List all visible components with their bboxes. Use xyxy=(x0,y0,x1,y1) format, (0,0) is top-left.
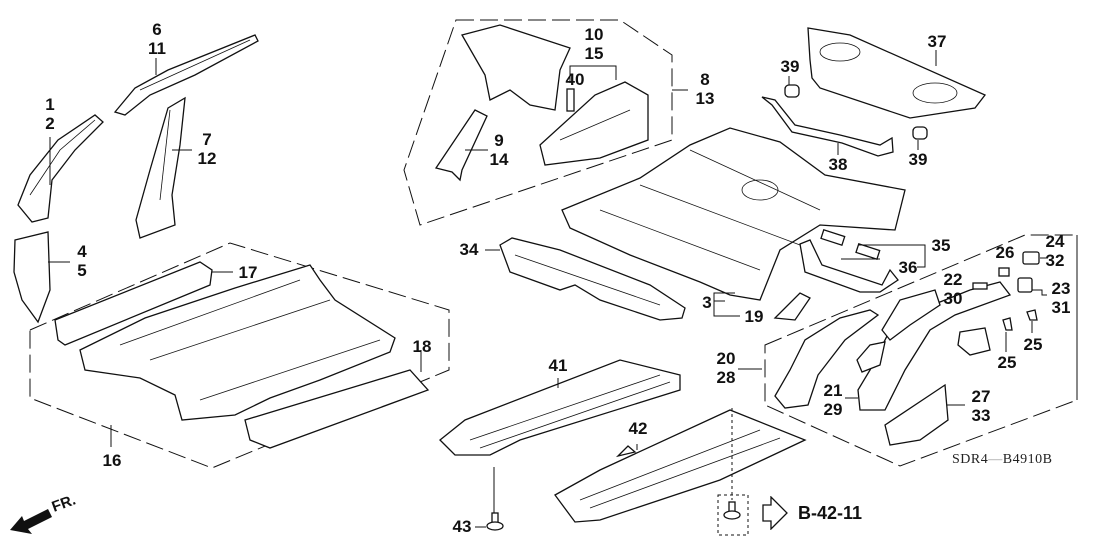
part-bracket-35b[interactable] xyxy=(855,242,881,260)
part-front-pillar-lower[interactable] xyxy=(13,231,51,324)
part-sill-extension[interactable] xyxy=(799,239,899,293)
part-bushing-upper[interactable] xyxy=(784,84,800,98)
part-bracket-25a[interactable] xyxy=(1002,317,1013,331)
callout-3[interactable]: 3 xyxy=(702,293,712,312)
group-outline-rear-wheelhouse xyxy=(403,19,673,226)
part-rear-wheelhouse-outer[interactable] xyxy=(461,24,571,111)
part-front-side-sill-right[interactable] xyxy=(244,369,430,449)
diagram-code: SDR4—B4910B xyxy=(952,452,1053,467)
callout-39-lower[interactable]: 39 xyxy=(908,150,928,169)
callout-19[interactable]: 19 xyxy=(744,307,764,326)
part-floor-undercover-left[interactable] xyxy=(439,359,681,456)
part-bracket-25b[interactable] xyxy=(1026,309,1038,321)
part-bracket-26[interactable] xyxy=(998,267,1010,277)
part-frame-extension[interactable] xyxy=(884,383,949,446)
callout-40[interactable]: 40 xyxy=(565,70,585,89)
leader-lines xyxy=(48,50,1048,528)
callout-18[interactable]: 18 xyxy=(412,337,432,356)
callout-43[interactable]: 43 xyxy=(452,517,472,536)
part-bolt-ref[interactable] xyxy=(717,494,749,536)
part-frame-reinforcement-lower[interactable] xyxy=(856,341,886,373)
part-side-sill-inner[interactable] xyxy=(499,237,686,321)
part-bracket-35a[interactable] xyxy=(820,228,846,246)
part-rear-tray[interactable] xyxy=(807,27,987,119)
callout-34[interactable]: 34 xyxy=(459,240,479,259)
part-rear-frame-outer[interactable] xyxy=(774,309,880,409)
callout-25-right[interactable]: 25 xyxy=(1023,335,1043,354)
front-direction-arrow-icon: FR. xyxy=(10,492,79,534)
callout-35[interactable]: 35 xyxy=(931,236,951,255)
part-front-floor[interactable] xyxy=(79,264,396,421)
part-clip-42[interactable] xyxy=(615,445,637,458)
part-roof-side-rail[interactable] xyxy=(113,34,259,116)
front-label: FR. xyxy=(50,496,79,516)
front-direction-marker: FR. xyxy=(8,492,86,541)
part-front-side-sill-left[interactable] xyxy=(54,261,213,346)
part-plug[interactable] xyxy=(566,88,575,112)
part-rear-wheelhouse-inner[interactable] xyxy=(539,81,649,166)
part-bolt-43[interactable] xyxy=(486,512,504,531)
part-bracket-22[interactable] xyxy=(972,282,988,290)
callout-37[interactable]: 37 xyxy=(927,32,947,51)
reference-label: B-42-11 xyxy=(798,502,863,523)
part-floor-undercover-right[interactable] xyxy=(554,409,807,523)
part-b-pillar[interactable] xyxy=(135,96,186,239)
part-floor-bracket[interactable] xyxy=(773,292,811,321)
callout-17[interactable]: 17 xyxy=(238,263,258,282)
callout-25-left[interactable]: 25 xyxy=(997,353,1017,372)
part-frame-reinforcement-upper[interactable] xyxy=(881,289,941,341)
part-rear-crossmember[interactable] xyxy=(761,96,894,157)
callout-16[interactable]: 16 xyxy=(102,451,122,470)
callout-41[interactable]: 41 xyxy=(548,356,568,375)
part-rear-floor[interactable] xyxy=(561,127,906,301)
callout-39-upper[interactable]: 39 xyxy=(780,57,800,76)
part-rear-pillar-stiffener[interactable] xyxy=(434,109,488,182)
outline-arrow-right-icon xyxy=(762,496,788,530)
callout-36[interactable]: 36 xyxy=(898,258,918,277)
callout-38[interactable]: 38 xyxy=(828,155,848,174)
part-bracket-24[interactable] xyxy=(1022,251,1040,265)
callout-26[interactable]: 26 xyxy=(995,243,1015,262)
part-bracket-23[interactable] xyxy=(1017,277,1033,293)
part-frame-mount[interactable] xyxy=(957,327,991,356)
group-outline-front-floor xyxy=(29,242,450,469)
part-bushing-lower[interactable] xyxy=(912,126,928,140)
reference-link[interactable]: B-42-11 xyxy=(762,496,862,530)
callout-42[interactable]: 42 xyxy=(628,419,648,438)
part-a-pillar[interactable] xyxy=(17,114,104,223)
